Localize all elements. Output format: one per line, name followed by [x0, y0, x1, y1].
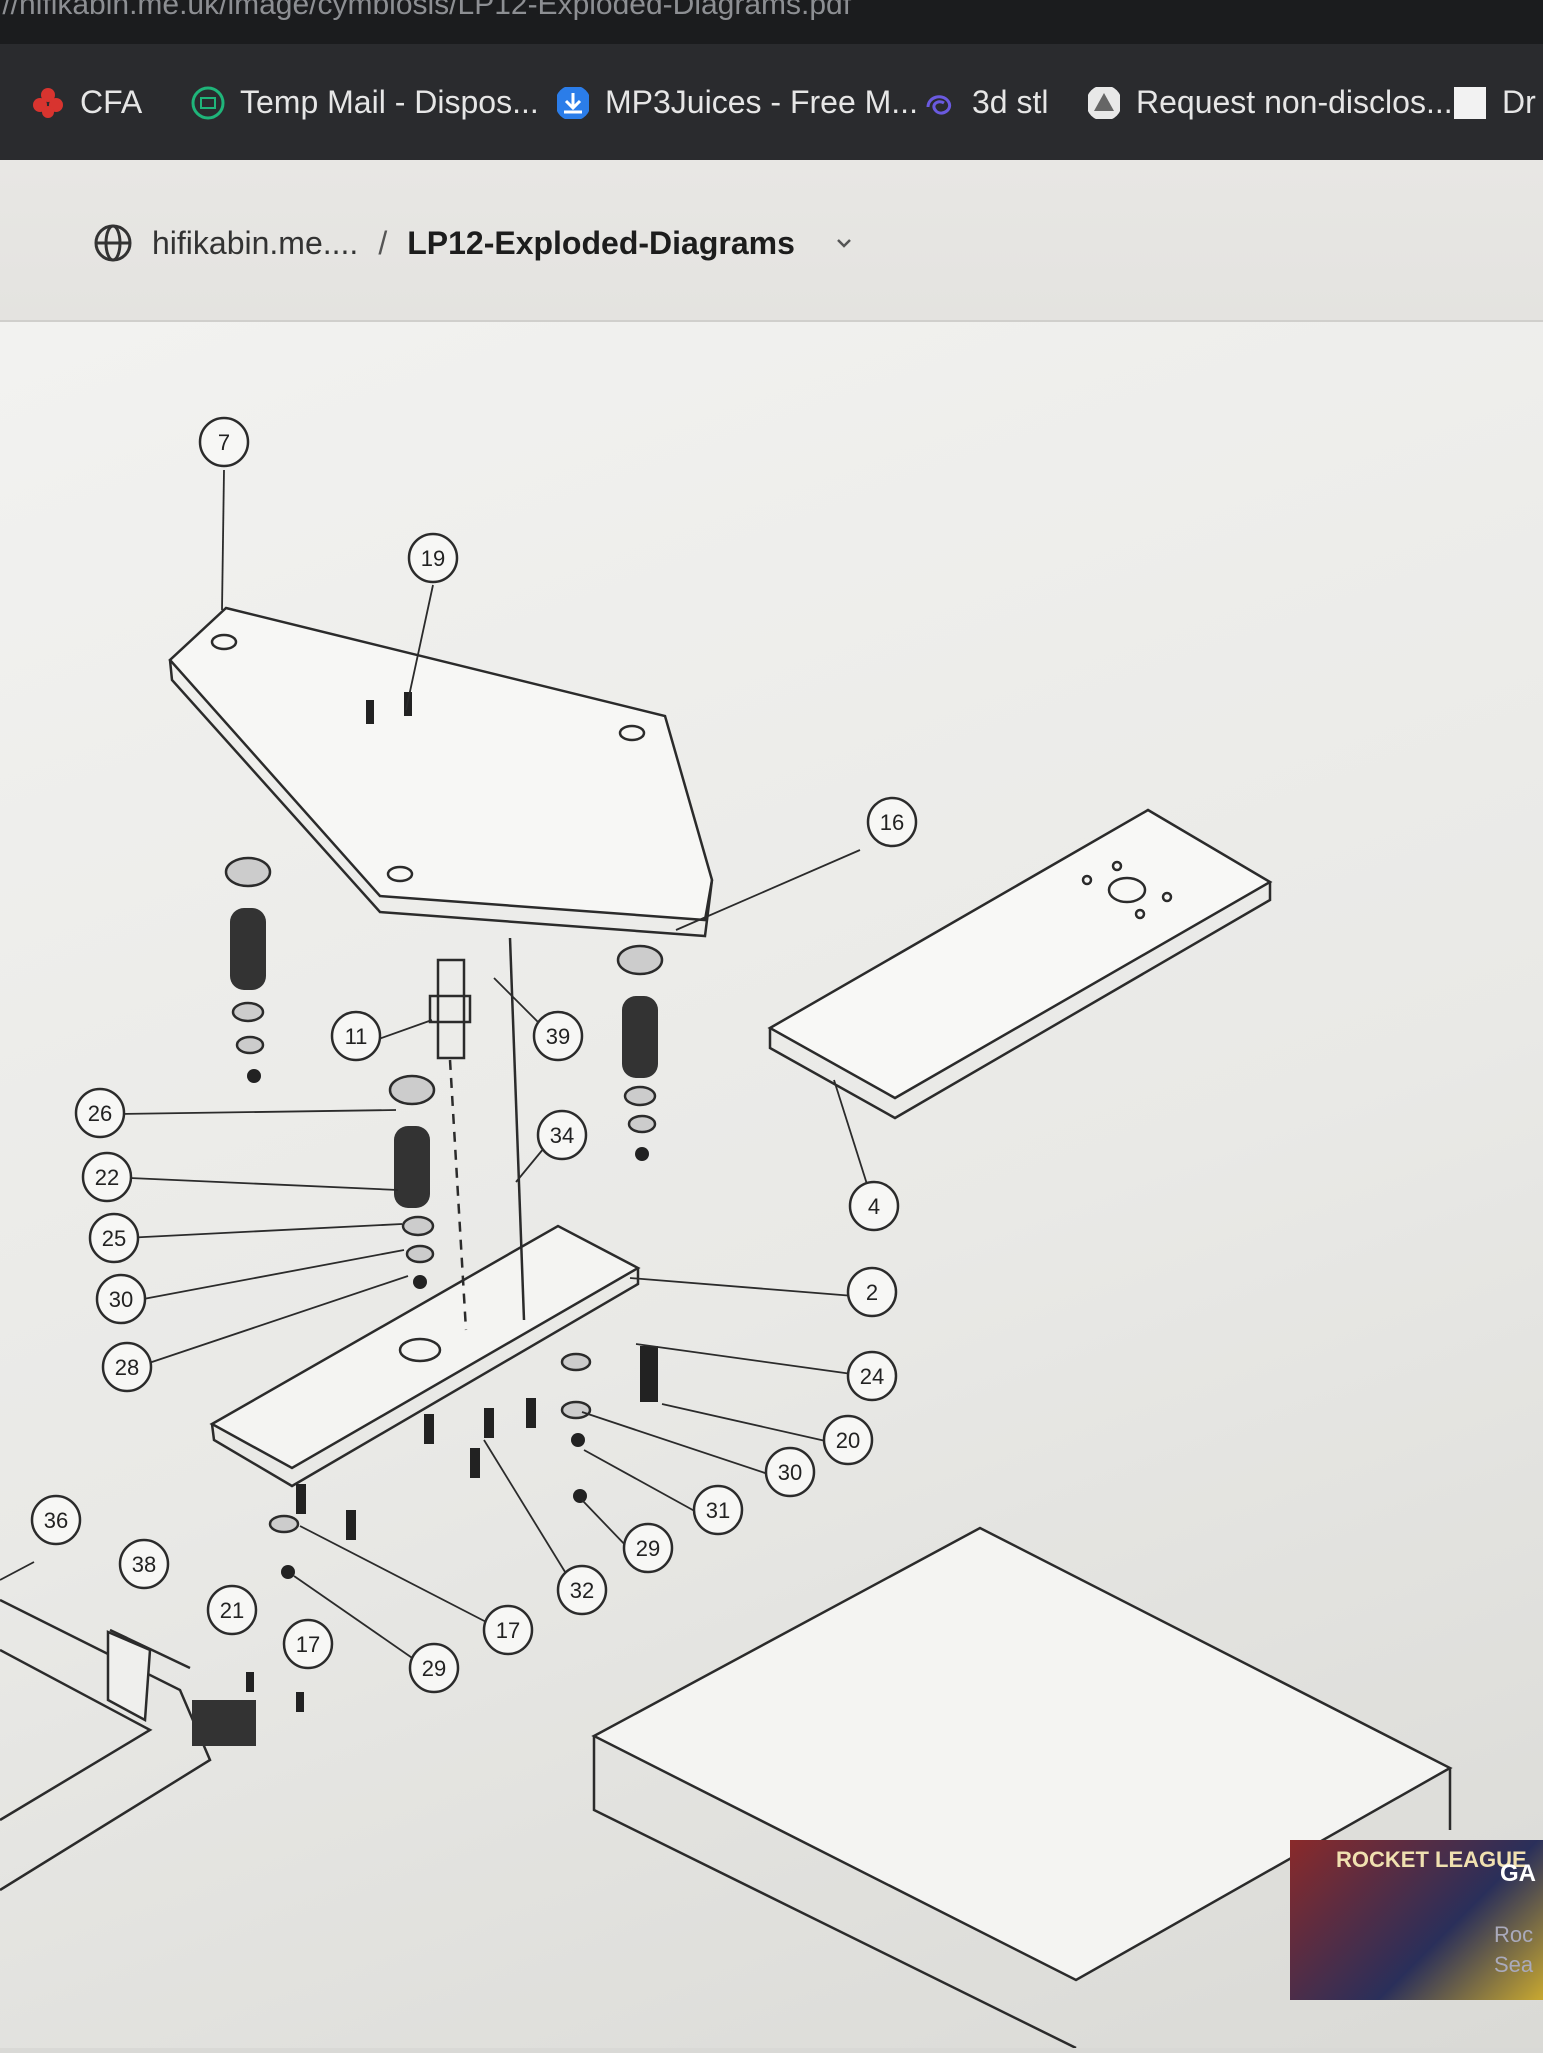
spring	[622, 996, 658, 1078]
game-logo-text: ROCKET LEAGUE	[1336, 1847, 1527, 1872]
bookmarks-bar: CFA Temp Mail - Dispos... MP3Juices - Fr…	[0, 44, 1543, 160]
thumbnail-label: GA	[1500, 1860, 1536, 1887]
callout-number: 19	[421, 546, 445, 571]
callout-bubble: 34	[536, 1109, 588, 1161]
callout-bubble: 29	[622, 1522, 674, 1574]
bookmark-temp-mail[interactable]: Temp Mail - Dispos...	[190, 84, 539, 121]
callout-number: 26	[88, 1101, 112, 1126]
callout-bubble: 19	[407, 532, 459, 584]
callout-bubble: 22	[81, 1151, 133, 1203]
bookmark-label: Temp Mail - Dispos...	[240, 84, 539, 120]
breadcrumb: hifikabin.me.... / LP12-Exploded-Diagram…	[92, 222, 859, 264]
callout-number: 29	[422, 1656, 446, 1681]
callout-bubble: 2	[846, 1266, 898, 1318]
callout-number: 24	[860, 1364, 884, 1389]
callout-number: 30	[109, 1287, 133, 1312]
callout-number: 28	[115, 1355, 139, 1380]
callout-number: 17	[496, 1618, 520, 1643]
callout-bubble: 16	[866, 796, 918, 848]
spring	[394, 1126, 430, 1208]
bookmark-dr[interactable]: Dr	[1452, 84, 1536, 121]
bookmark-label: Dr	[1502, 84, 1536, 120]
pdf-viewer-toolbar: hifikabin.me.... / LP12-Exploded-Diagram…	[0, 160, 1543, 322]
callout-bubble: 39	[532, 1010, 584, 1062]
pdf-page: 7 19 16 11 39 26 34 22 4 25 2 30 28 24 20 30 31 29 36 38 32 1…	[0, 322, 1543, 2050]
crest-icon	[1088, 86, 1120, 119]
callout-bubble: 28	[101, 1341, 153, 1393]
callout-bubble: 26	[74, 1087, 126, 1139]
callout-number: 30	[778, 1460, 802, 1485]
callout-number: 4	[868, 1194, 880, 1219]
callout-number: 20	[836, 1428, 860, 1453]
swirl-icon	[926, 94, 951, 115]
callout-bubble: 31	[692, 1484, 744, 1536]
callout-bubble: 17	[482, 1604, 534, 1656]
bookmark-3d-stl[interactable]: 3d stl	[922, 84, 1048, 121]
bookmark-label: MP3Juices - Free M...	[605, 84, 918, 120]
spring	[230, 908, 266, 990]
callout-number: 31	[706, 1498, 730, 1523]
callout-number: 36	[44, 1508, 68, 1533]
callout-bubble: 20	[822, 1414, 874, 1466]
callout-bubble: 4	[848, 1180, 900, 1232]
callout-bubble: 25	[88, 1212, 140, 1264]
callout-number: 32	[570, 1578, 594, 1603]
download-icon	[557, 86, 589, 119]
site-link[interactable]: hifikabin.me....	[152, 224, 359, 261]
bookmark-label: Request non-disclos...	[1136, 84, 1453, 120]
temp-mail-icon	[191, 86, 225, 119]
callout-number: 17	[296, 1632, 320, 1657]
callout-bubble: 24	[846, 1350, 898, 1402]
chevron-down-icon[interactable]	[829, 228, 859, 258]
globe-icon	[94, 224, 132, 262]
breadcrumb-separator: /	[378, 224, 388, 261]
bookmark-request-non-disclosure[interactable]: Request non-disclos...	[1086, 84, 1453, 121]
callout-number: 2	[866, 1280, 878, 1305]
bookmark-label: 3d stl	[972, 84, 1049, 120]
callout-number: 7	[218, 430, 230, 455]
callout-bubble: 30	[95, 1273, 147, 1325]
callout-bubble: 17	[282, 1618, 334, 1670]
callouts: 7 19 16 11 39 26 34 22 4 25 2 30 28 24 20 30 31 29 36 38 32 1…	[30, 416, 918, 1694]
callout-number: 39	[546, 1024, 570, 1049]
bookmark-label: CFA	[80, 84, 143, 120]
callout-bubble: 36	[30, 1494, 82, 1546]
callout-number: 16	[880, 810, 904, 835]
callout-bubble: 11	[330, 1010, 382, 1062]
callout-bubble: 30	[764, 1446, 816, 1498]
callout-number: 34	[550, 1123, 574, 1148]
callout-number: 21	[220, 1598, 244, 1623]
bookmark-mp3juices[interactable]: MP3Juices - Free M...	[555, 84, 918, 121]
callout-bubble: 38	[118, 1538, 170, 1590]
flower-icon	[33, 87, 63, 118]
callout-number: 29	[636, 1536, 660, 1561]
callout-number: 11	[345, 1024, 368, 1049]
address-bar[interactable]: ://hifikabin.me.uk/image/cymbiosis/LP12-…	[0, 0, 1543, 44]
page-icon	[1454, 86, 1486, 119]
callout-bubble: 29	[408, 1642, 460, 1694]
url-text: ://hifikabin.me.uk/image/cymbiosis/LP12-…	[0, 0, 852, 21]
callout-number: 25	[102, 1226, 126, 1251]
callout-number: 38	[132, 1552, 156, 1577]
callout-number: 22	[95, 1165, 119, 1190]
bookmark-cfa[interactable]: CFA	[30, 84, 142, 121]
document-title: LP12-Exploded-Diagrams	[407, 224, 795, 261]
sub-board	[767, 808, 1273, 1100]
callout-bubble: 21	[206, 1584, 258, 1636]
exploded-diagram: 7 19 16 11 39 26 34 22 4 25 2 30 28 24 20 30 31 29 36 38 32 1…	[0, 416, 1453, 2050]
callout-bubble: 7	[198, 416, 250, 468]
callout-bubble: 32	[556, 1564, 608, 1616]
